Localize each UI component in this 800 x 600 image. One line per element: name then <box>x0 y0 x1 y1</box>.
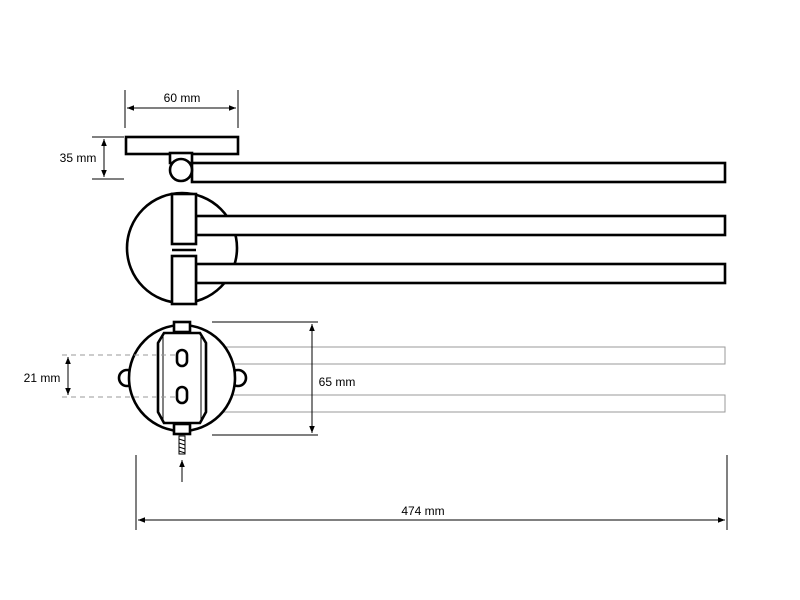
front-view <box>125 191 727 306</box>
dimension-hole-spacing: 21 mm <box>24 354 178 398</box>
clip-bottom <box>172 422 192 436</box>
mounting-slot-lower <box>175 385 189 405</box>
pivot-block-upper <box>170 192 198 246</box>
dimension-width-top: 60 mm <box>124 90 239 128</box>
label-base-diameter: 65 mm <box>319 375 356 389</box>
label-width-top: 60 mm <box>164 91 201 105</box>
dimension-height-top: 35 mm <box>60 136 124 180</box>
mounting-slot-upper <box>175 348 189 368</box>
base-view: 21 mm 65 mm <box>24 320 726 482</box>
towel-arm-ghost-lower <box>195 394 726 413</box>
label-height-top: 35 mm <box>60 151 97 165</box>
towel-arm-top <box>190 161 727 184</box>
mounting-plate <box>156 331 208 425</box>
towel-arm-upper <box>194 214 727 237</box>
dimension-total-length: 474 mm <box>135 455 728 530</box>
towel-arm-ghost-upper <box>195 346 726 365</box>
label-hole-spacing: 21 mm <box>24 371 61 385</box>
wall-plate-top <box>124 135 240 156</box>
pivot-block-lower <box>170 254 198 306</box>
dimension-base-diameter: 65 mm <box>212 321 356 436</box>
set-screw-icon <box>178 435 186 482</box>
clip-top <box>172 320 192 334</box>
pivot-knob-top <box>168 157 194 183</box>
top-view: 60 mm 35 mm <box>60 90 727 184</box>
label-total-length: 474 mm <box>401 504 444 518</box>
towel-arm-lower <box>194 262 727 285</box>
